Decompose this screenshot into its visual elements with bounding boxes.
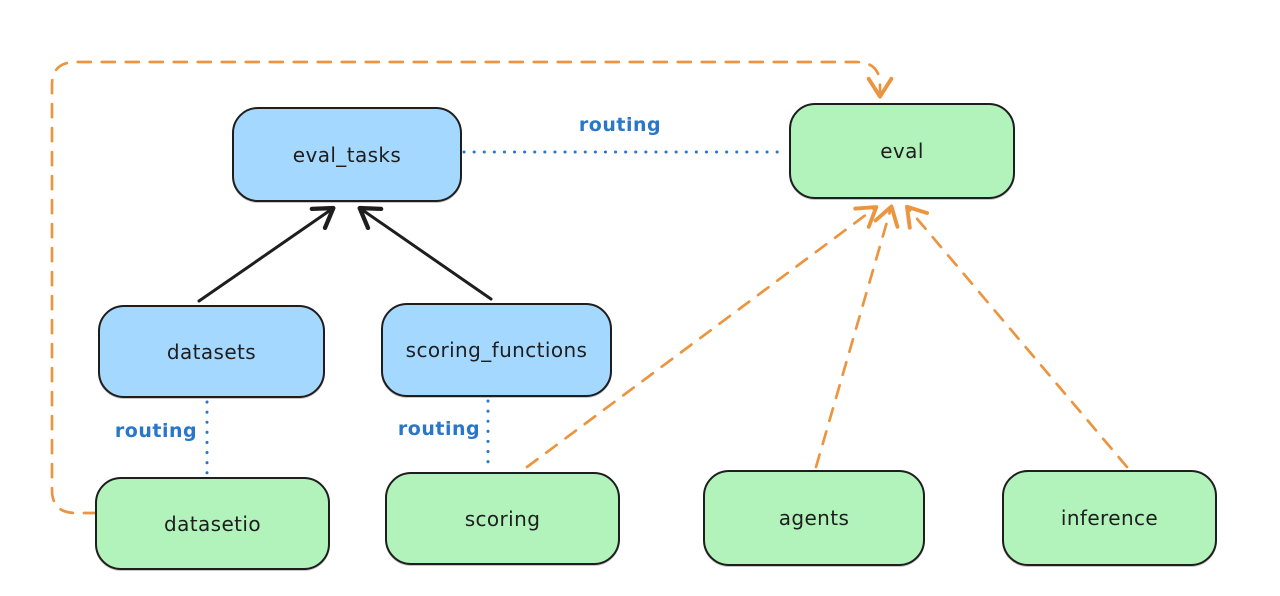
node-datasets[interactable]: datasets [98, 305, 325, 398]
node-scoring[interactable]: scoring [385, 472, 620, 565]
node-inference-label: inference [1060, 506, 1159, 530]
node-eval_tasks[interactable]: eval_tasks [232, 107, 462, 202]
node-agents[interactable]: agents [703, 470, 925, 566]
node-inference[interactable]: inference [1002, 470, 1217, 566]
edge-label-routing-eval_tasks-eval: routing [578, 114, 662, 136]
node-scoring-functions[interactable]: scoring_functions [381, 303, 612, 397]
edge-label-routing-datasets-datasetio: routing [114, 420, 198, 442]
node-datasetio-label: datasetio [163, 511, 261, 536]
edge-agents-to-eval [814, 204, 900, 469]
edge-label-routing-scoring_functions-scoring: routing [397, 418, 481, 440]
node-datasets-label: datasets [166, 339, 257, 364]
node-datasetio[interactable]: datasetio [95, 477, 330, 570]
node-agents-label: agents [778, 506, 850, 530]
edge-datasetio-to-eval [50, 60, 894, 515]
node-eval_tasks-label: eval_tasks [292, 142, 402, 167]
node-eval-label: eval [880, 139, 924, 163]
edge-scoring_functions-to-eval_tasks [357, 205, 493, 301]
edge-inference-to-eval [905, 204, 1129, 469]
edge-datasets-to-eval_tasks [197, 205, 336, 303]
node-scoring-functions-label: scoring_functions [405, 338, 588, 362]
node-eval[interactable]: eval [789, 103, 1015, 199]
node-scoring-label: scoring [464, 506, 541, 531]
